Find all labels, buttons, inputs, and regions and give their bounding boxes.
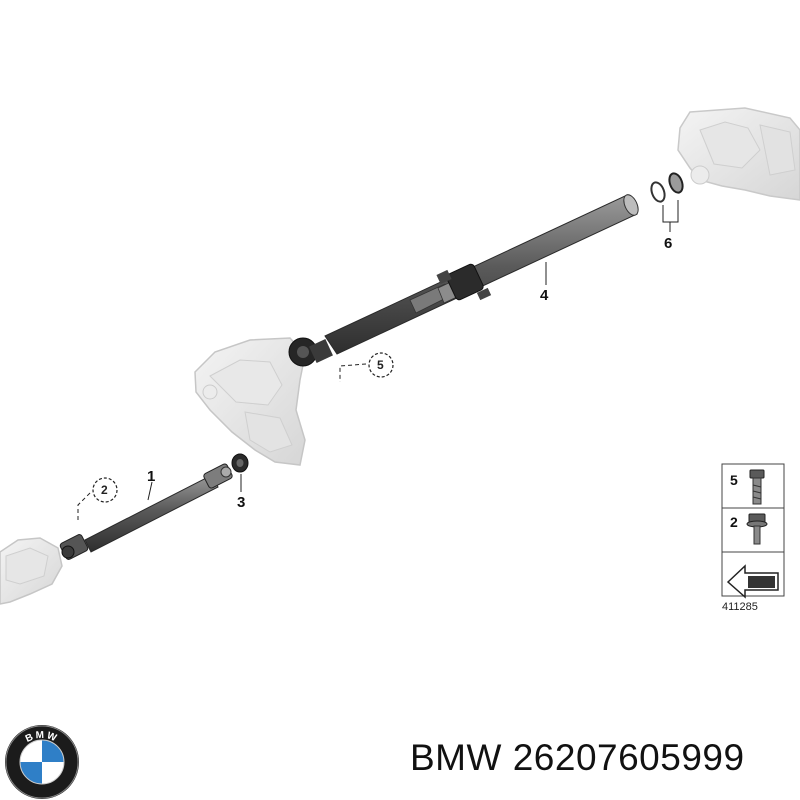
callout-part-4: 4 <box>540 287 549 304</box>
part-number: 26207605999 <box>512 737 745 778</box>
callout-part-6: 6 <box>664 235 672 252</box>
callout-part-5-circle: 5 <box>368 352 394 378</box>
transfer-case-housing <box>194 337 306 466</box>
direction-arrow-icon <box>726 564 779 599</box>
svg-text:BMW: BMW <box>24 730 60 745</box>
callout-part-1: 1 <box>147 468 155 485</box>
flex-disc-joint <box>288 337 333 367</box>
legend-item-2: 2 <box>730 514 738 530</box>
fastener-legend: 5 2 <box>721 463 785 599</box>
logo-lettering: BMW <box>24 730 58 745</box>
leader-lines <box>77 200 679 520</box>
callout-part-5: 5 <box>377 358 384 372</box>
front-propeller-shaft <box>59 463 233 560</box>
front-differential-housing <box>0 537 63 605</box>
bolt-icon <box>749 469 765 505</box>
callout-part-2: 2 <box>101 483 108 497</box>
rings-part-6 <box>650 172 684 203</box>
flange-bolt-icon <box>746 513 768 545</box>
legend-item-5: 5 <box>730 472 738 488</box>
diagram-reference-number: 411285 <box>722 601 758 613</box>
brand-name: BMW <box>410 737 502 778</box>
part-caption: BMW 26207605999 <box>410 737 745 779</box>
center-bearing <box>436 263 492 301</box>
callout-part-2-circle: 2 <box>92 477 118 503</box>
rear-differential-housing <box>677 107 800 201</box>
callout-part-3: 3 <box>237 494 245 511</box>
rear-propeller-shaft <box>324 194 639 355</box>
bmw-logo: BMW <box>5 725 79 799</box>
seal-ring-part-3 <box>231 453 249 473</box>
